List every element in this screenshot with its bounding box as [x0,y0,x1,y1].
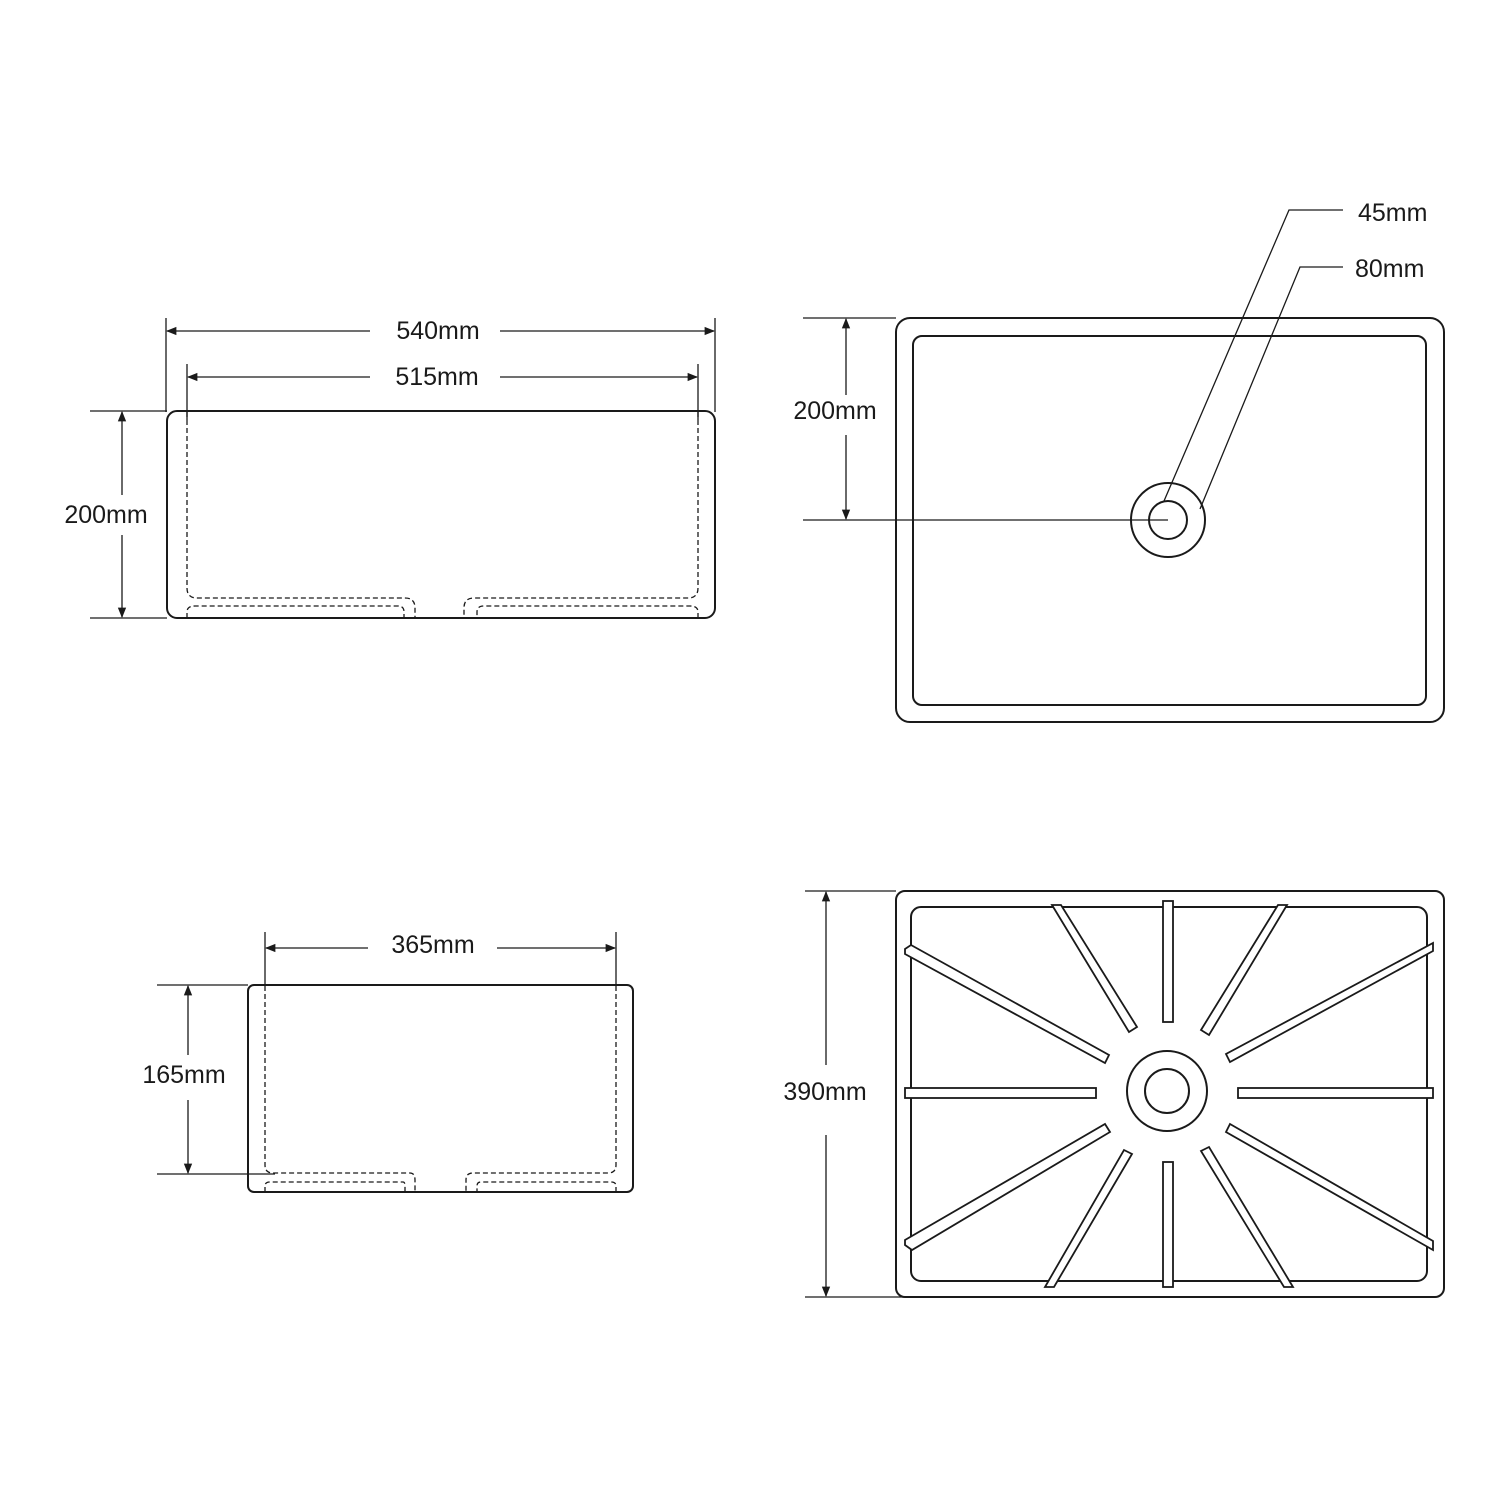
side-view: 365mm 165mm [142,931,634,1193]
waste-position-label: 200mm [793,397,876,425]
outer-width-dimension: 540mm [165,317,716,345]
waste-position-dimension: 200mm [793,317,1168,521]
front-body-outline [166,410,716,619]
side-width-dimension: 365mm [264,931,617,959]
front-height-label: 200mm [64,501,147,529]
bottom-waste-inner-circle [1144,1068,1190,1114]
front-height-dimension: 200mm [64,410,167,619]
bottom-waste-outer-circle [1126,1050,1208,1132]
bottom-depth-label: 390mm [783,1078,866,1106]
side-body-outline [247,984,634,1193]
side-height-label: 165mm [142,1061,225,1089]
top-view: 200mm 45mm 80mm [793,199,1445,723]
inner-width-dimension: 515mm [186,363,699,391]
side-height-dimension: 165mm [142,984,275,1175]
outer-width-label: 540mm [396,317,479,345]
waste-diameter-leaders: 45mm 80mm [1163,199,1427,510]
bottom-outer-outline [895,890,1445,1298]
bottom-view: 390mm [783,890,1445,1298]
bottom-depth-dimension: 390mm [783,890,1075,1298]
waste-outer-diameter-label: 80mm [1355,255,1424,283]
waste-inner-diameter-label: 45mm [1358,199,1427,227]
side-width-label: 365mm [391,931,474,959]
front-view: 540mm 515mm 200mm [64,317,716,619]
inner-width-label: 515mm [395,363,478,391]
drainage-ribs [904,900,1434,1288]
